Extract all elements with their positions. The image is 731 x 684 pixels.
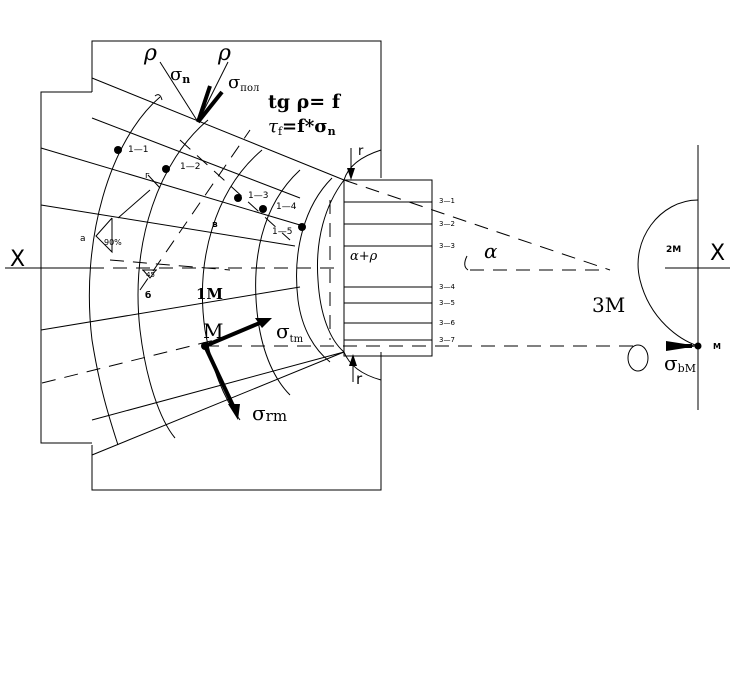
point-b-label: б: [145, 290, 151, 301]
angle-marks: [95, 174, 161, 279]
zone-2m-label: 2M: [666, 245, 681, 255]
node-1-3: [234, 194, 242, 202]
strip-box: [343, 179, 433, 357]
strip-3-1-label: 3—1: [439, 197, 455, 205]
point-v-label: в: [212, 220, 218, 230]
point-m-label: M: [203, 319, 223, 343]
point-m-small-dot: [694, 342, 702, 350]
node-dots: [114, 146, 306, 231]
sigma-n-label: σn: [170, 64, 190, 86]
r-bottom-label: r: [356, 370, 363, 388]
alpha-label: α: [484, 239, 498, 263]
point-a-label: а: [80, 234, 86, 244]
r-top-label: r: [358, 144, 364, 159]
point-m-dot: [201, 342, 209, 350]
strip-3-5-label: 3—5: [439, 299, 455, 307]
sigma-rm-label: σrm: [252, 401, 287, 425]
node-1-5: [298, 223, 306, 231]
sigma-bm-label: σbM: [664, 351, 696, 375]
r-arrows: [347, 148, 357, 382]
node-1-1-label: 1—1: [128, 145, 148, 155]
rho-left-label: ρ: [143, 41, 157, 66]
axis-x-right-label: X: [710, 241, 725, 266]
node-1-4: [259, 205, 267, 213]
node-1-3-label: 1—3: [248, 191, 268, 201]
zone-1m-label: 1M: [196, 285, 223, 303]
strip-3-3-label: 3—3: [439, 242, 455, 250]
sigma-tm-label: σtm: [276, 319, 304, 345]
alpha-rho-label: α+ρ: [350, 249, 378, 264]
strip-3-6-label: 3—6: [439, 319, 455, 327]
sigma-pol-label: σпол: [228, 72, 259, 94]
strip-3-4-label: 3—4: [439, 283, 455, 291]
node-1-5-label: 1—5: [272, 227, 292, 237]
tau-formula: τf=f*σn: [268, 116, 336, 138]
node-1-2-label: 1—2: [180, 162, 200, 172]
tg-rho-formula: tg ρ= f: [268, 91, 342, 113]
point-g-label: г: [145, 171, 150, 181]
strip-3-7-label: 3—7: [439, 336, 455, 344]
friction-cone: [154, 61, 229, 124]
rho-right-label: ρ: [217, 41, 231, 66]
angle-45-label: 45: [146, 271, 155, 279]
point-m-small-label: M: [713, 342, 721, 351]
point-m-arrows: [201, 318, 272, 420]
axis-x-left-label: X: [10, 247, 25, 272]
angle-90-label: 90%: [104, 238, 122, 247]
radial-lines: [40, 77, 345, 456]
node-1-4-label: 1—4: [276, 202, 297, 212]
zone-3m-label: 3M: [592, 293, 625, 317]
node-1-1: [114, 146, 122, 154]
exit-zone: [464, 145, 730, 410]
strip-3-2-label: 3—2: [439, 220, 455, 228]
dashed-lines: [41, 129, 640, 384]
node-1-2: [162, 165, 170, 173]
